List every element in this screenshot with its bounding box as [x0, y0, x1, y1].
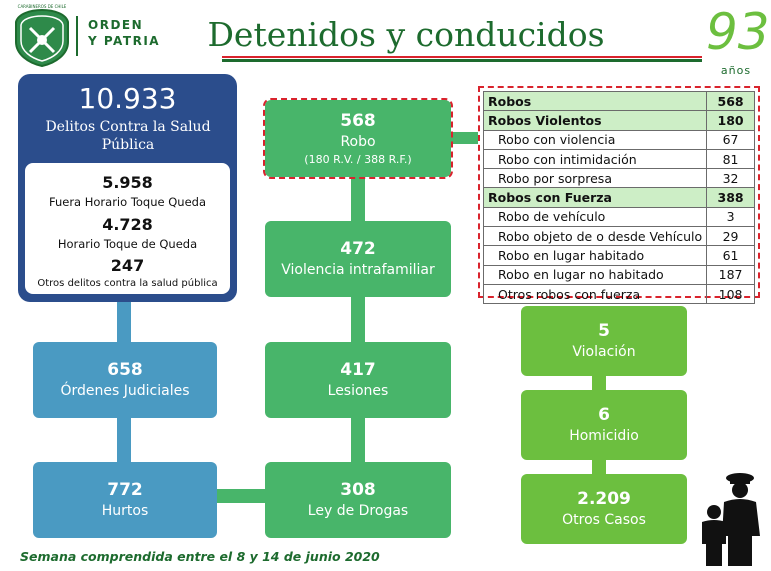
box-label: Lesiones	[327, 383, 389, 399]
robo-type-cell: Robos Violentos	[482, 110, 708, 131]
motto-line2: Y PATRIA	[88, 34, 161, 48]
ley-de-drogas-box: 308 Ley de Drogas	[265, 462, 451, 538]
anniversary-label: años	[720, 64, 752, 77]
robo-count-cell: 67	[706, 129, 755, 150]
box-label: Ley de Drogas	[307, 503, 409, 519]
summary-item-value: 4.728	[102, 215, 153, 234]
summary-total-label: Delitos Contra la Salud Pública	[45, 119, 211, 153]
homicidio-box: 6 Homicidio	[521, 390, 687, 460]
robo-type-cell: Robos con Fuerza	[482, 187, 708, 208]
carabineros-logo	[14, 8, 70, 68]
robo-count-cell: 81	[706, 148, 755, 170]
robo-count-cell: 388	[706, 187, 755, 208]
motto-line1: ORDEN	[88, 18, 144, 32]
box-label: Violación	[572, 344, 636, 360]
connector	[351, 176, 365, 224]
logo-caption: CARABINEROS DE CHILE	[17, 4, 67, 9]
title-underline-green	[222, 59, 702, 62]
box-value: 568	[340, 111, 376, 131]
title-underline-red	[222, 56, 702, 58]
connector	[592, 374, 606, 392]
robo-count-cell: 61	[706, 245, 755, 266]
robo-box: 568 Robo (180 R.V. / 388 R.F.)	[263, 98, 453, 179]
connector	[351, 417, 365, 463]
robo-count-cell: 32	[706, 168, 755, 189]
box-value: 308	[340, 480, 376, 500]
summary-item-label: Otros delitos contra la salud pública	[37, 278, 218, 289]
logo-divider	[76, 16, 78, 56]
violacion-box: 5 Violación	[521, 306, 687, 376]
robo-type-cell: Robo en lugar habitado	[482, 245, 708, 266]
robo-count-cell: 180	[706, 110, 755, 131]
robo-type-cell: Robo objeto de o desde Vehículo	[482, 226, 708, 247]
summary-item-label: Fuera Horario Toque Queda	[48, 195, 207, 209]
robo-type-cell: Robo por sorpresa	[482, 168, 708, 189]
robo-type-cell: Robo en lugar no habitado	[482, 264, 708, 285]
robo-type-cell: Robo con intimidación	[482, 148, 708, 170]
anniversary-number: 93	[706, 3, 770, 61]
shield-icon	[15, 8, 69, 68]
box-value: 472	[340, 239, 376, 259]
box-sublabel: (180 R.V. / 388 R.F.)	[304, 153, 412, 166]
box-label: Órdenes Judiciales	[60, 383, 190, 399]
page-title: Detenidos y conducidos	[207, 15, 605, 54]
box-label: Homicidio	[569, 428, 639, 444]
box-label: Violencia intrafamiliar	[281, 262, 435, 278]
robo-type-cell: Robo de vehículo	[482, 206, 708, 228]
box-value: 417	[340, 360, 376, 380]
box-label: Otros Casos	[562, 512, 646, 528]
robo-count-cell: 29	[706, 226, 755, 247]
box-value: 5	[598, 321, 610, 341]
police-family-icon	[696, 470, 766, 566]
connector	[117, 300, 131, 348]
box-value: 6	[598, 405, 610, 425]
otros-casos-box: 2.209 Otros Casos	[521, 474, 687, 544]
connector	[592, 458, 606, 476]
robo-count-cell: 108	[706, 283, 755, 305]
connector	[449, 132, 483, 144]
box-value: 658	[107, 360, 143, 380]
box-label: Robo	[340, 134, 376, 150]
summary-inner	[25, 163, 230, 294]
robo-type-cell: Robo con violencia	[482, 129, 708, 150]
lesiones-box: 417 Lesiones	[265, 342, 451, 418]
connector	[351, 296, 365, 344]
robo-count-cell: 187	[706, 264, 755, 285]
violencia-intrafamiliar-box: 472 Violencia intrafamiliar	[265, 221, 451, 297]
summary-item-value: 247	[110, 256, 145, 275]
hurtos-box: 772 Hurtos	[33, 462, 217, 538]
summary-item-label: Horario Toque de Queda	[57, 237, 198, 251]
ordenes-judiciales-box: 658 Órdenes Judiciales	[33, 342, 217, 418]
summary-item-value: 5.958	[102, 173, 153, 192]
robo-type-cell: Robos	[482, 90, 708, 112]
summary-total: 10.933	[78, 82, 177, 115]
box-value: 2.209	[577, 489, 631, 509]
connector	[214, 489, 270, 503]
police-officer-icon	[702, 473, 760, 566]
box-label: Hurtos	[101, 503, 149, 519]
robo-count-cell: 3	[706, 206, 755, 228]
box-value: 772	[107, 480, 143, 500]
robo-count-cell: 568	[706, 90, 755, 112]
connector	[117, 417, 131, 463]
week-footer: Semana comprendida entre el 8 y 14 de ju…	[20, 549, 380, 564]
robo-type-cell: Otros robos con fuerza	[482, 283, 708, 305]
